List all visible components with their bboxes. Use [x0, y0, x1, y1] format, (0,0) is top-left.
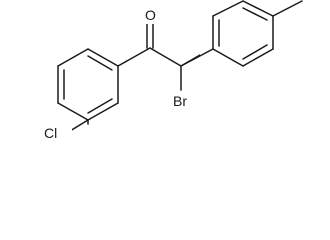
bond-ring2-fit-e: [212, 0, 244, 17]
tolyl-ring-fitted: [180, 0, 303, 67]
bond-ring1-f: [57, 48, 89, 67]
bond-ring2-fit-b: [242, 48, 274, 67]
bond-ring2-inner-2: [242, 44, 268, 60]
bond-ring1-c: [87, 102, 119, 121]
bond-methyl: [272, 0, 303, 17]
bond-ring1-d: [57, 102, 89, 121]
bond-ring1-a: [87, 48, 119, 67]
bond-ring1-inner-1: [87, 55, 113, 71]
bromine-label: Br: [173, 93, 187, 109]
bond-chbr-to-ring2-fit: [180, 48, 214, 67]
carbonyl-group: [117, 23, 182, 67]
bond-ring2-fit-a: [212, 48, 244, 67]
bond-c-cl-ext: [69, 119, 89, 132]
bond-ring2-inner-3: [242, 7, 268, 21]
oxygen-label: O: [145, 7, 156, 23]
substituent-layer: Cl O Br: [44, 4, 188, 144]
bond-ring1-to-carbonyl: [117, 47, 151, 67]
cl-label-bg: [52, 122, 72, 144]
molecule-canvas: Cl O Br: [44, 0, 303, 144]
bond-ring2-fit-d: [242, 0, 274, 17]
chlorine-label: Cl: [44, 125, 57, 141]
bond-carbonyl-to-chbr: [149, 47, 182, 67]
chemical-structure-overlay: [180, 0, 303, 67]
bond-ring1-inner-2: [87, 98, 113, 114]
o-label-bg: [142, 4, 160, 24]
chlorophenyl-ring: [57, 48, 119, 121]
